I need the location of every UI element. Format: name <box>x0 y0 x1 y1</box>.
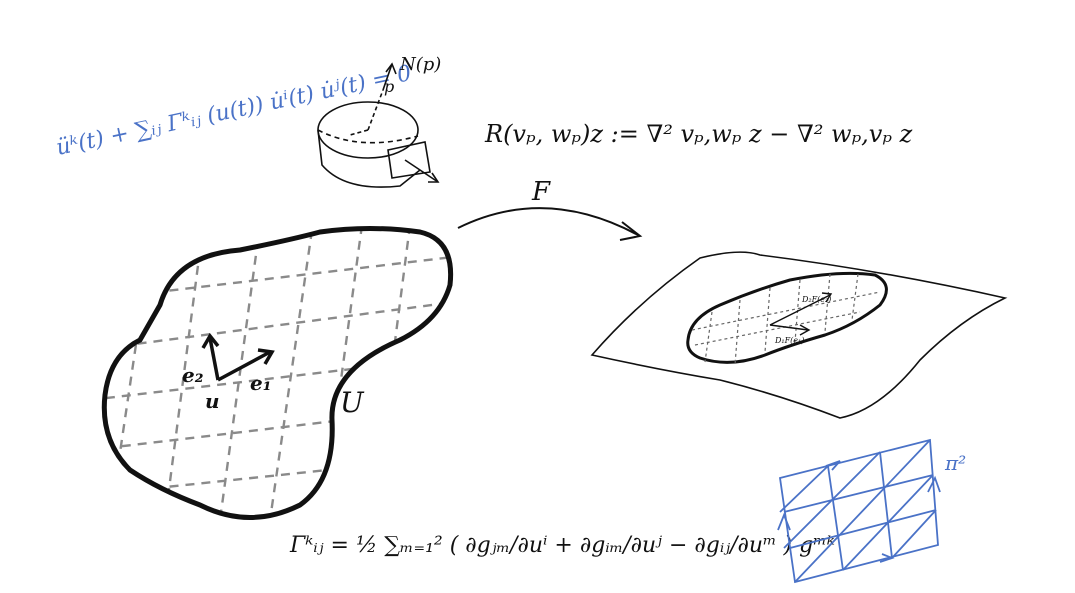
e2-label: e₂ <box>182 363 204 387</box>
christoffel-formula: Γᵏᵢⱼ = ½ ∑ₘ₌₁² ( ∂gⱼₘ/∂uⁱ + ∂gᵢₘ/∂uʲ − ∂… <box>289 533 835 558</box>
torus-label: π² <box>944 451 966 475</box>
domain-label-U: U <box>340 386 365 419</box>
geodesic-equation-text: üᵏ(t) + ∑ᵢⱼ Γᵏᵢⱼ (u(t)) u̇ⁱ(t) u̇ʲ(t) = … <box>54 61 414 161</box>
dF-e2-label: D₂F(e₂) <box>801 295 831 304</box>
surface-sheet <box>590 251 1008 419</box>
e1-label: e₁ <box>250 371 271 395</box>
solid-with-normal <box>317 62 440 188</box>
dF-e1-label: D₁F(e₁) <box>774 336 804 345</box>
normal-label: N(p) <box>399 54 441 75</box>
geodesic-equation: üᵏ(t) + ∑ᵢⱼ Γᵏᵢⱼ (u(t)) u̇ⁱ(t) u̇ʲ(t) = … <box>54 61 414 161</box>
map-label-F: F <box>531 177 551 207</box>
point-p-label: p <box>384 77 394 96</box>
basis-vectors <box>201 332 275 382</box>
map-arrow <box>457 207 643 241</box>
domain-boundary <box>101 226 454 520</box>
curvature-definition: R(vₚ, wₚ)z := ∇² vₚ,wₚ z − ∇² wₚ,vₚ z <box>484 120 913 148</box>
surface-patch <box>686 271 888 366</box>
origin-u-label: u <box>205 389 220 413</box>
domain-grid <box>104 228 451 518</box>
torus-grid <box>777 438 941 584</box>
